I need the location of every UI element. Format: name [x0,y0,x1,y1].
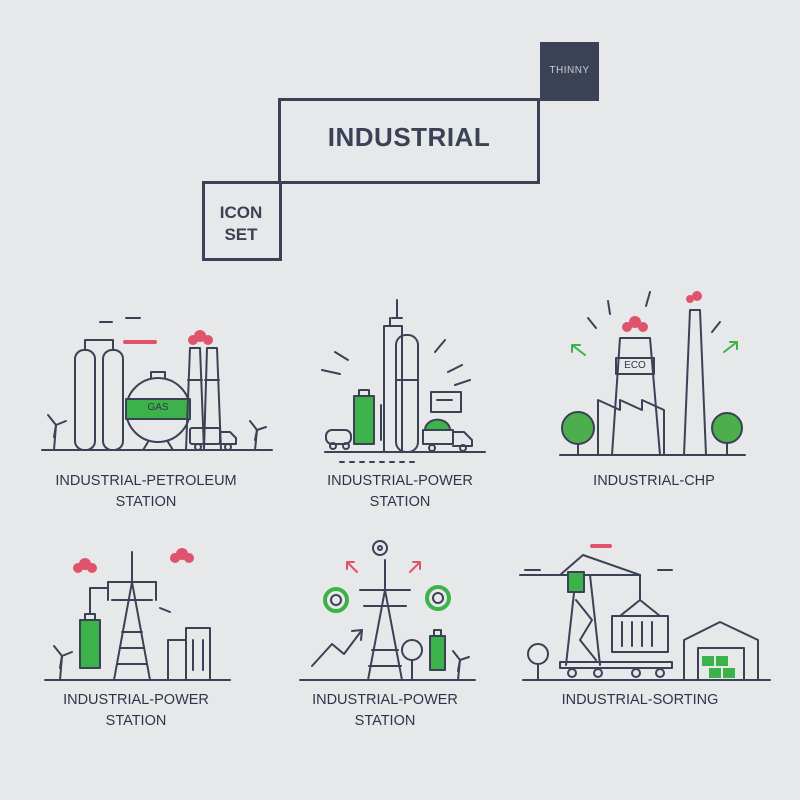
title-frame [278,98,540,184]
caption-power-station-1: INDUSTRIAL-POWER STATION [290,471,510,513]
thinny-badge: THINNY [540,42,599,101]
caption-line: STATION [369,494,431,510]
power-station-1-icon [321,299,486,463]
icon-set-line1: ICON [219,203,263,222]
caption-line: STATION [115,494,177,510]
power-station-2-icon [44,548,231,681]
eco-tower-label: ECO [624,360,646,371]
icon-set-line2: SET [224,225,258,244]
sorting-icon [519,544,771,681]
caption-power-station-2: INDUSTRIAL-POWER STATION [26,690,246,732]
power-station-3-icon [299,540,476,681]
icon-set-frame [202,181,282,261]
caption-power-station-3: INDUSTRIAL-POWER STATION [275,690,495,732]
petroleum-station-icon [41,317,273,451]
gas-tank-label: GAS [147,402,169,413]
caption-line: INDUSTRIAL-SORTING [561,692,719,708]
caption-sorting: INDUSTRIAL-SORTING [530,690,750,711]
caption-line: INDUSTRIAL-POWER [312,692,458,708]
icon-set-label: ICON SET [206,202,276,246]
caption-line: INDUSTRIAL-POWER [327,473,473,489]
caption-line: INDUSTRIAL-POWER [63,692,209,708]
caption-petroleum-station: INDUSTRIAL-PETROLEUM STATION [36,471,256,513]
caption-line: STATION [354,713,416,729]
caption-chp: INDUSTRIAL-CHP [544,471,764,492]
caption-line: STATION [105,713,167,729]
caption-line: INDUSTRIAL-CHP [593,473,715,489]
page-title: INDUSTRIAL [327,122,491,152]
chp-icon [559,291,746,456]
caption-line: INDUSTRIAL-PETROLEUM [55,473,237,489]
